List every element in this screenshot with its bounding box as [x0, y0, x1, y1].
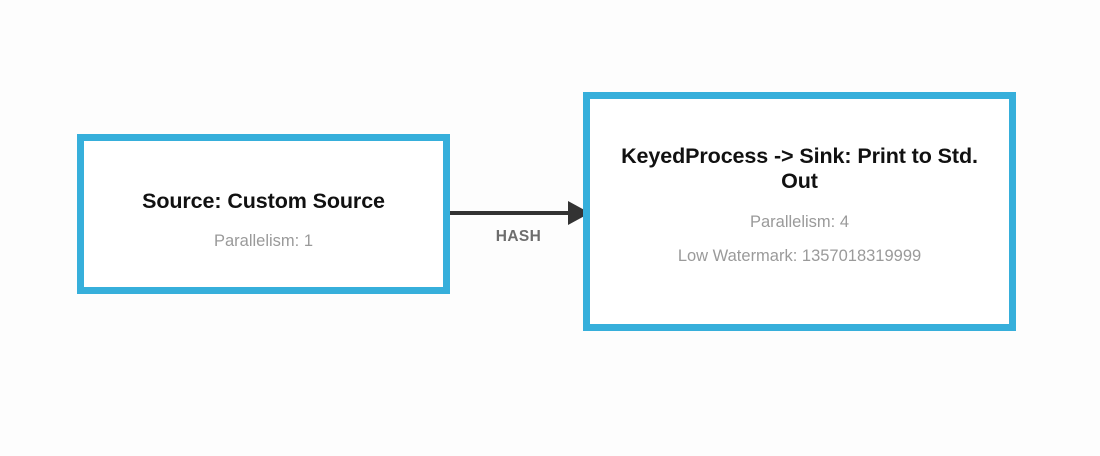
edge-source-to-sink[interactable]: [446, 196, 591, 230]
node-source-title: Source: Custom Source: [142, 189, 385, 213]
arrowhead-icon: [568, 201, 590, 225]
node-source-custom-source[interactable]: Source: Custom Source Parallelism: 1: [77, 134, 450, 294]
node-keyedprocess-sink[interactable]: KeyedProcess -> Sink: Print to Std. Out …: [583, 92, 1016, 331]
node-sink-low-watermark: Low Watermark: 1357018319999: [677, 247, 922, 266]
edge-label-hash: HASH: [495, 228, 542, 245]
node-source-parallelism: Parallelism: 1: [213, 232, 314, 251]
node-sink-parallelism: Parallelism: 4: [749, 212, 850, 231]
node-sink-title: KeyedProcess -> Sink: Print to Std. Out: [621, 144, 978, 194]
